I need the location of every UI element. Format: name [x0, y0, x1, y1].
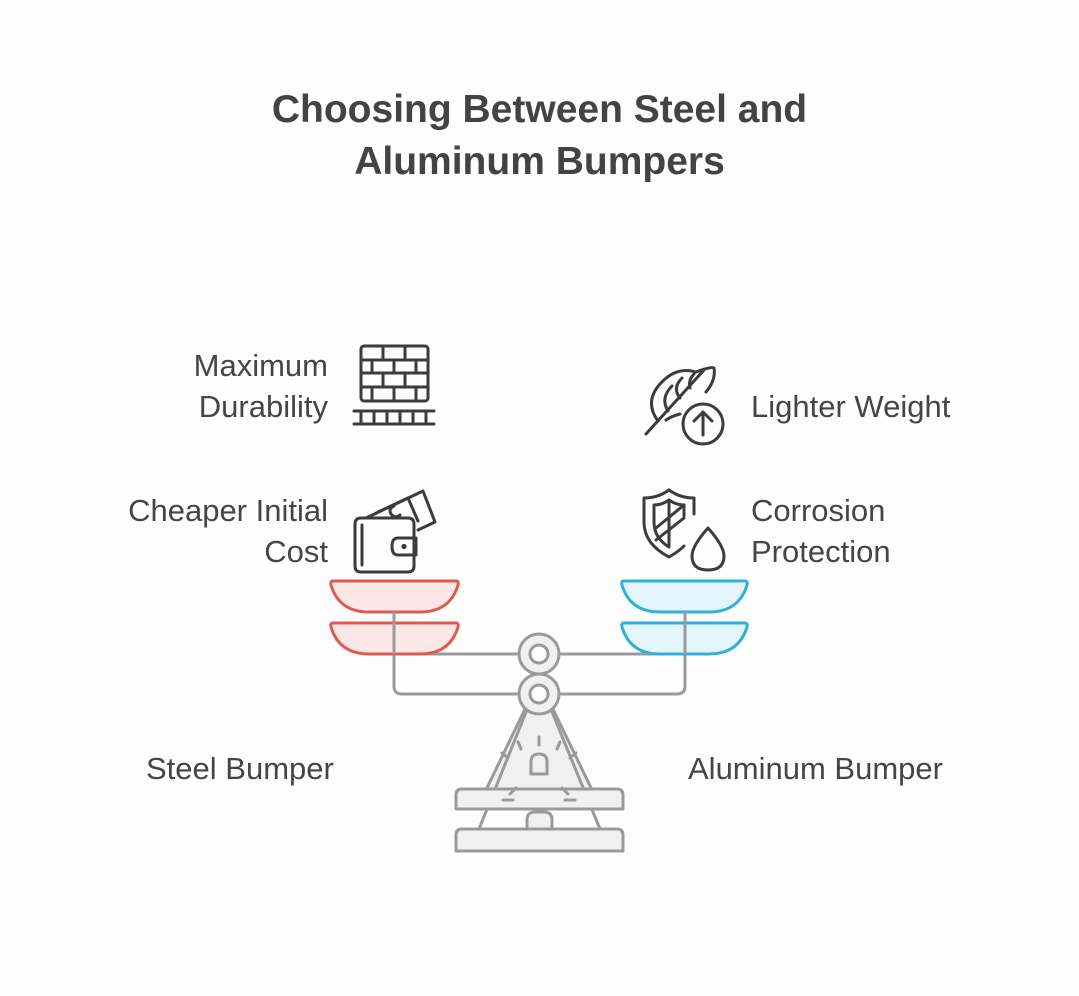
label-aluminum-bumper: Aluminum Bumper	[688, 751, 943, 786]
steel-pan-upper	[329, 579, 460, 614]
label-maximum-durability: Maximum Durability	[193, 348, 328, 424]
stand-center-post	[525, 810, 554, 831]
aluminum-pan-upper	[620, 579, 749, 614]
steel-pans	[329, 579, 460, 656]
label-lighter-weight: Lighter Weight	[751, 389, 951, 424]
feather-up-icon	[644, 366, 725, 446]
title-line-1: Choosing Between Steel and	[271, 88, 808, 131]
brick-wall-icon	[352, 344, 436, 426]
shield-drop-icon	[642, 488, 726, 572]
stand-lower-plate	[454, 827, 625, 853]
label-cheaper-initial-cost: Cheaper Initial Cost	[128, 493, 328, 569]
scale-pivots	[517, 632, 561, 716]
title-line-2: Aluminum Bumpers	[354, 140, 725, 183]
wallet-money-icon	[353, 489, 437, 574]
gauge-ticks	[500, 735, 578, 802]
stand-upper-plate	[454, 787, 625, 811]
page-title: Choosing Between Steel and Aluminum Bump…	[0, 84, 1079, 188]
label-corrosion-protection: Corrosion Protection	[751, 493, 891, 569]
stand-upper-post	[529, 752, 549, 776]
label-steel-bumper: Steel Bumper	[146, 751, 334, 786]
